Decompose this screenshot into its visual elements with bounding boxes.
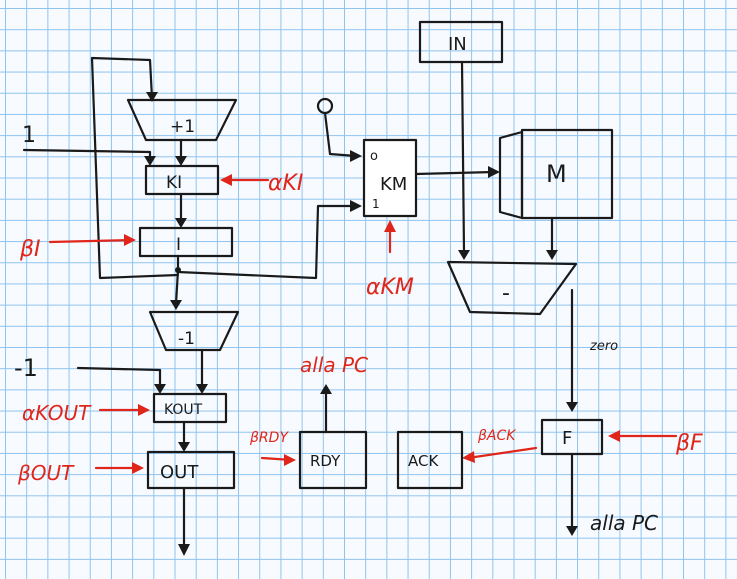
arrow-head (154, 384, 166, 394)
km-register-label: KM (380, 174, 407, 195)
decrement-subtractor (148, 310, 240, 352)
increment-adder (126, 98, 238, 142)
memory-label: M (546, 160, 567, 188)
i-to-decrement-wire (174, 268, 180, 306)
arrow-head (220, 174, 232, 186)
zero-note: zero (589, 339, 618, 354)
i-register-label: I (176, 235, 181, 255)
arrow-head (178, 442, 190, 452)
i-register (138, 226, 234, 258)
alpha-ki-label: αKI (268, 171, 303, 196)
km-corner-bottom: 1 (372, 197, 380, 211)
kout-register (152, 392, 228, 424)
arrow-head (488, 166, 500, 178)
const-minus-one-label: -1 (14, 354, 38, 382)
arrow-head (175, 218, 187, 228)
zero-const-circle (316, 97, 334, 115)
arrow-head (178, 544, 190, 556)
subtract-unit (446, 260, 578, 316)
increment-label: +1 (170, 117, 195, 137)
arrow-head (566, 526, 578, 536)
input-to-subtract-wire (460, 60, 466, 254)
decrement-label: -1 (178, 329, 195, 349)
beta-i-label: βI (19, 237, 41, 262)
beta-out-label: βOUT (17, 461, 75, 485)
input-block-label: IN (448, 34, 467, 55)
arrow-head (566, 402, 578, 412)
beta-rdy-label: βRDY (249, 430, 289, 446)
arrow-head (462, 451, 475, 463)
memory-block (520, 128, 614, 220)
i-to-km-wire (176, 204, 358, 280)
out-register-label: OUT (160, 462, 199, 483)
beta-i-arrow (48, 238, 134, 244)
km-to-memory-wire (414, 170, 496, 176)
beta-ack-label: βACK (477, 428, 517, 444)
to-pc-top-label: alla PC (300, 353, 368, 377)
arrow-head (608, 430, 620, 442)
beta-f-label: βF (675, 431, 703, 456)
arrow-head (284, 454, 296, 466)
out-register (146, 450, 236, 490)
alpha-kout-label: αKOUT (22, 401, 92, 425)
rdy-register-label: RDY (310, 452, 341, 470)
arrow-head (144, 156, 156, 166)
ki-register-label: KI (166, 173, 182, 193)
to-pc-bottom-label: alla PC (590, 511, 658, 535)
arrow-head (350, 150, 362, 162)
minus-one-wire (76, 366, 162, 390)
arrow-head (384, 220, 396, 232)
arrow-head (170, 300, 182, 310)
alpha-km-label: αKM (366, 275, 414, 300)
kout-register-label: KOUT (164, 402, 203, 418)
km-register (362, 138, 418, 218)
arrow-head (146, 92, 158, 102)
flag-register-label: F (562, 428, 572, 449)
arrow-head (124, 234, 136, 246)
zero-to-km-wire (323, 111, 358, 158)
const-one-label: 1 (22, 123, 36, 148)
rdy-register (298, 430, 368, 490)
arrow-head (196, 384, 208, 394)
arrow-head (458, 250, 470, 260)
beta-ack-arrow (466, 446, 538, 460)
arrow-head (132, 462, 144, 474)
ack-register-label: ACK (408, 452, 439, 470)
memory-port (498, 130, 524, 220)
ack-register (396, 430, 464, 490)
arrow-head (546, 250, 558, 260)
arrow-head (320, 384, 332, 394)
feedback-loop-wire (90, 56, 180, 280)
arrow-head (350, 200, 362, 212)
subtract-label: - (502, 281, 510, 306)
arrow-head (138, 404, 150, 416)
one-to-ki-wire (22, 148, 152, 162)
arrow-head (175, 156, 187, 166)
km-corner-top: o (370, 149, 378, 164)
